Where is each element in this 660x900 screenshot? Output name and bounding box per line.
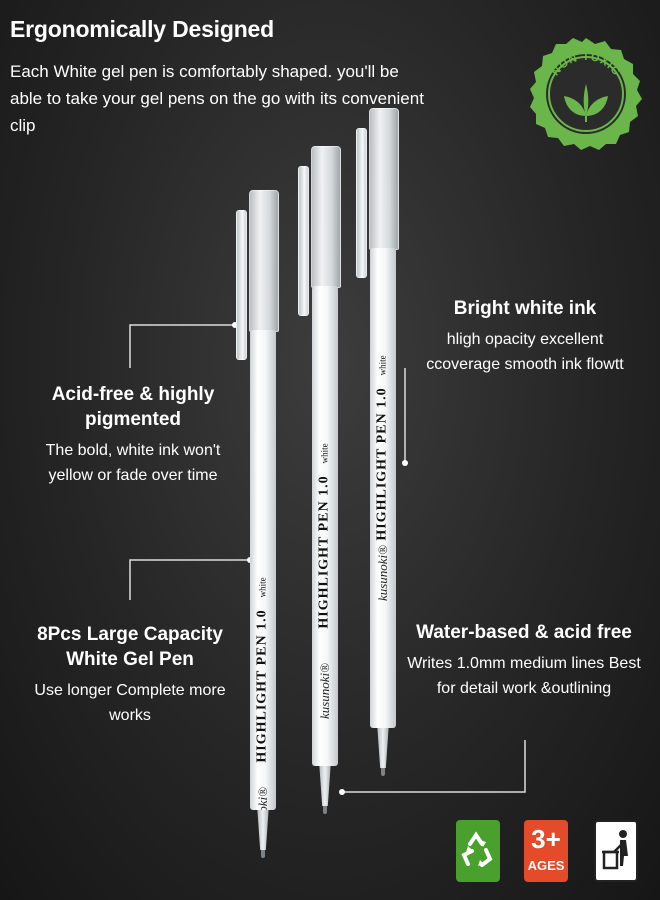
feature-description: hligh opacity excellent ccoverage smooth… — [426, 331, 624, 373]
feature-heading: Acid-free & highly pigmented — [51, 384, 215, 430]
age-badge: 3+ AGES — [524, 820, 568, 882]
feature-description: Writes 1.0mm medium lines Best for detai… — [407, 655, 641, 697]
pen-cap — [369, 108, 399, 250]
pen-clip — [236, 210, 247, 360]
pen-label-text: HIGHLIGHT PEN 1.0white — [317, 443, 332, 629]
feature-acid-free: Acid-free & highly pigmented The bold, w… — [28, 382, 238, 488]
pen-point — [381, 768, 385, 776]
trash-bin-icon — [594, 820, 638, 882]
feature-bright-ink: Bright white ink hligh opacity excellent… — [420, 296, 630, 377]
pen-tip — [319, 766, 331, 806]
feature-capacity: 8Pcs Large Capacity White Gel Pen Use lo… — [20, 622, 240, 728]
leaf-icon — [564, 84, 608, 122]
page-title: Ergonomically Designed — [10, 16, 274, 42]
feature-heading: Bright white ink — [453, 298, 597, 319]
feature-heading: Water-based & acid free — [416, 622, 632, 643]
gel-pen-right: HIGHLIGHT PEN 1.0white kusunoki® — [356, 108, 400, 788]
age-label: AGES — [527, 858, 565, 873]
pen-cap — [311, 146, 341, 288]
pen-clip — [298, 166, 309, 316]
pen-tip — [257, 810, 269, 850]
pen-clip — [356, 128, 367, 278]
pen-barrel — [312, 286, 338, 766]
pen-label-text: HIGHLIGHT PEN 1.0white — [255, 577, 270, 763]
recycle-icon — [456, 820, 500, 882]
feature-description: The bold, white ink won't yellow or fade… — [45, 442, 221, 484]
feature-description: Use longer Complete more works — [34, 682, 226, 724]
pen-brand: kusunoki® — [317, 662, 332, 720]
age-number: 3+ — [531, 824, 561, 854]
pen-brand: kusunoki® — [375, 544, 390, 602]
pen-tip — [377, 728, 389, 768]
pen-point — [261, 850, 265, 858]
pen-cap — [249, 190, 279, 332]
pen-barrel — [370, 248, 396, 728]
pen-barrel — [250, 330, 276, 810]
gel-pen-middle: HIGHLIGHT PEN 1.0white kusunoki® — [298, 146, 342, 826]
gel-pen-left: HIGHLIGHT PEN 1.0white kusunoki® — [236, 190, 280, 870]
intro-text: Each White gel pen is comfortably shaped… — [10, 62, 424, 135]
feature-heading: 8Pcs Large Capacity White Gel Pen — [37, 624, 223, 670]
pen-point — [323, 806, 327, 814]
non-toxic-badge: NON TOXIC — [530, 38, 642, 150]
pen-label-text: HIGHLIGHT PEN 1.0white — [375, 355, 390, 541]
feature-water-based: Water-based & acid free Writes 1.0mm med… — [404, 620, 644, 701]
